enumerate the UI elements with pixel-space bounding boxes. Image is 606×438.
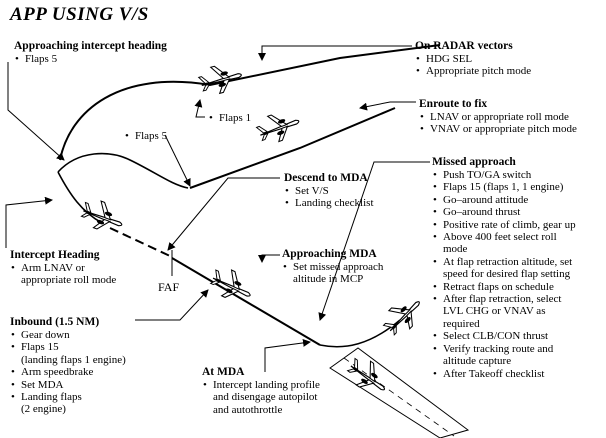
airplane-icon-missed [378,290,429,341]
callout-missed-approach: Missed approach Push TO/GA switch Flaps … [432,156,576,380]
list-item: After Takeoff checklist [432,368,576,381]
list-item-cont: altitude capture [443,355,512,368]
list-item: Push TO/GA switch [432,169,576,182]
list-item: Select CLB/CON thrust [432,330,576,343]
list-item: Landing checklist [284,197,374,210]
list-item: Landing flaps [10,391,126,404]
callout-flaps1: Flaps 1 [208,112,251,125]
airplane-icon-flaps1 [253,106,304,148]
list-item-cont: (2 engine) [21,403,66,416]
list-item: Go–around attitude [432,194,576,207]
list-item: Arm LNAV or [10,262,116,275]
list-item-cont: LVL CHG or VNAV as [443,305,546,318]
list-item: Go–around thrust [432,206,576,219]
list-item: Gear down [10,329,126,342]
list-item-cont: speed for desired flap setting [443,268,571,281]
callout-heading: At MDA [202,366,245,378]
callout-descend-mda: Descend to MDA Set V/S Landing checklist [284,172,374,210]
callout-heading: Approaching intercept heading [14,40,167,52]
list-item: Flaps 15 [10,341,126,354]
list-item-cont: altitude in MCP [293,273,364,286]
callout-heading: Approaching MDA [282,248,377,260]
list-item: LNAV or appropriate roll mode [419,111,577,124]
list-item: At flap retraction altitude, set [432,256,576,269]
callout-heading: On RADAR vectors [415,40,513,52]
list-item: Positive rate of climb, gear up [432,219,576,232]
runway [329,347,470,438]
callout-flaps5: Flaps 5 [124,130,167,143]
flight-path [57,44,441,348]
callout-on-radar: On RADAR vectors HDG SEL Appropriate pit… [415,40,531,78]
list-item: Set V/S [284,185,374,198]
list-item-cont: appropriate roll mode [21,274,117,287]
list-item-cont: mode [443,243,468,256]
list-item: Flaps 5 [14,53,167,66]
list-item-cont: and disengage autopilot [213,391,318,404]
list-item: After flap retraction, select [432,293,576,306]
callout-enroute: Enroute to fix LNAV or appropriate roll … [419,98,577,136]
list-item: Set MDA [10,379,126,392]
list-item: Intercept landing profile [202,379,320,392]
airplane-icon-approach [206,263,258,308]
list-item: VNAV or appropriate pitch mode [419,123,577,136]
list-item-cont: and autothrottle [213,403,283,416]
callout-at-mda: At MDA Intercept landing profile and dis… [202,366,320,416]
leader-lines [5,45,430,372]
callout-approaching-mda: Approaching MDA Set missed approach alti… [282,248,383,286]
list-item: Flaps 15 (flaps 1, 1 engine) [432,181,576,194]
list-item-cont: (landing flaps 1 engine) [21,353,126,366]
list-item: Above 400 feet select roll [432,231,576,244]
list-item: Set missed approach [282,261,383,274]
list-item: Flaps 1 [208,112,251,125]
callout-heading: Inbound (1.5 NM) [10,316,100,328]
list-item: Retract flaps on schedule [432,281,576,294]
page-title: APP USING V/S [10,4,149,25]
airplane-icon-intercept [77,195,128,237]
callout-heading: Enroute to fix [419,98,488,110]
faf-label: FAF [158,280,180,294]
list-item: Flaps 5 [124,130,167,143]
callout-inbound: Inbound (1.5 NM) Gear down Flaps 15 (lan… [10,316,126,416]
list-item: HDG SEL [415,53,531,66]
list-item: Appropriate pitch mode [415,65,531,78]
callout-intercept-heading: Intercept Heading Arm LNAV or appropriat… [10,249,116,287]
callout-approaching-intercept: Approaching intercept heading Flaps 5 [14,40,167,66]
callout-heading: Intercept Heading [10,249,100,261]
callout-heading: Descend to MDA [284,172,368,184]
list-item-cont: required [443,317,480,330]
list-item: Verify tracking route and [432,343,576,356]
list-item: Arm speedbrake [10,366,126,379]
callout-heading: Missed approach [432,156,516,168]
